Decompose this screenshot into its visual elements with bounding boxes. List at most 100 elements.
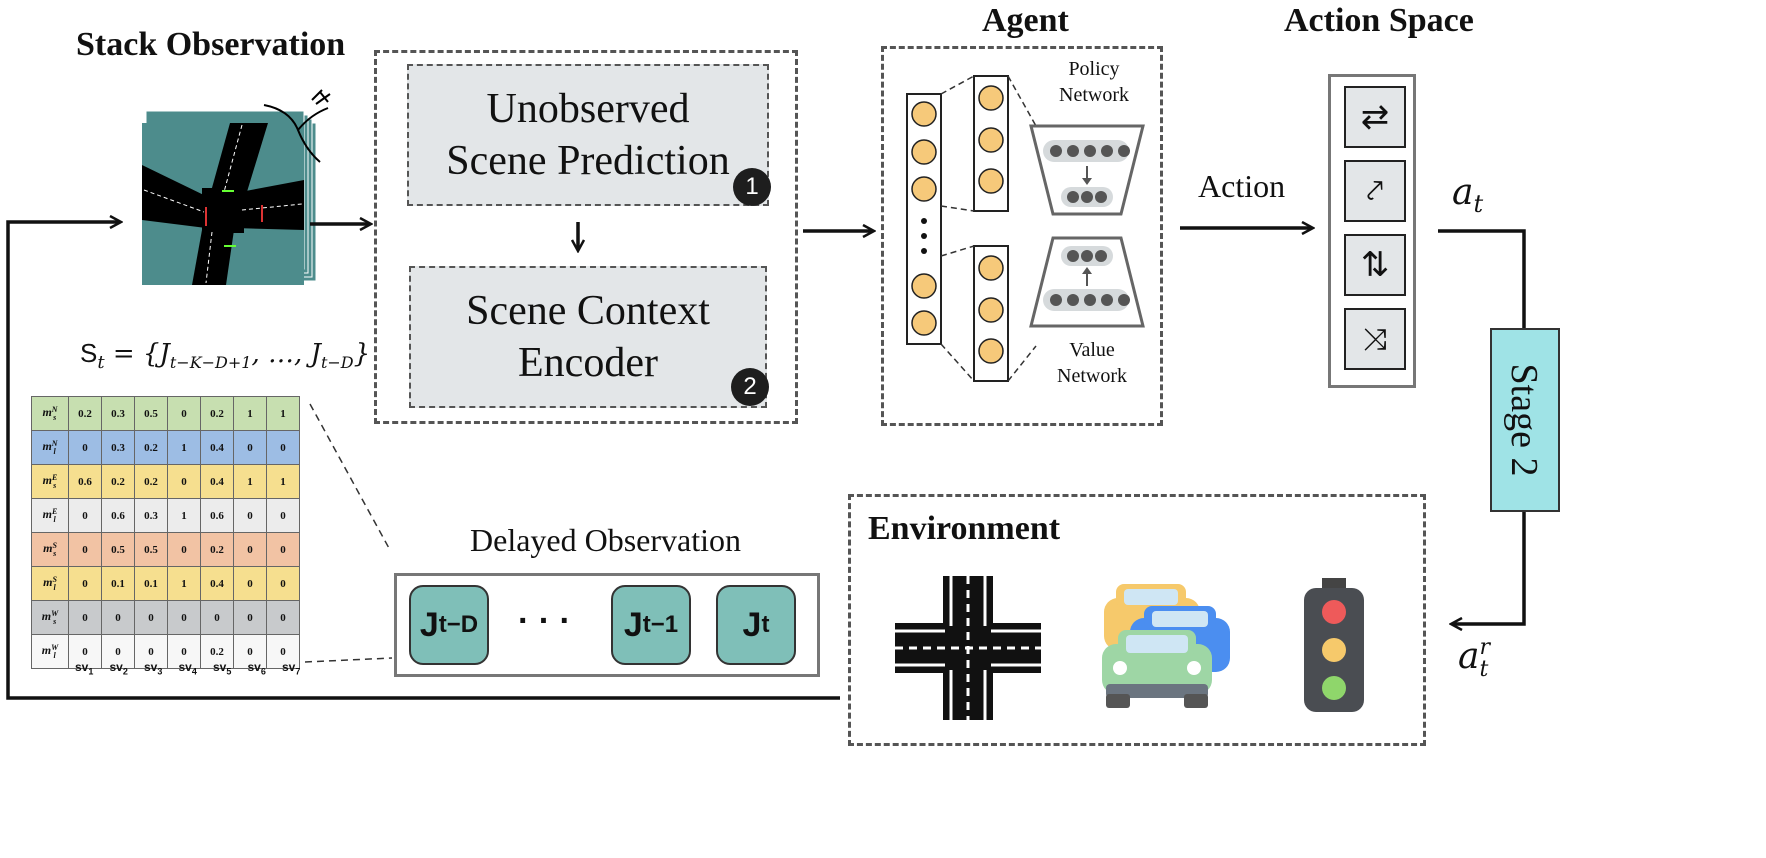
matrix-cell: 0.4 [200, 430, 234, 465]
environment-title: Environment [868, 510, 1061, 547]
matrix-cell: 1 [167, 430, 201, 465]
matrix-cell: 0.2 [134, 464, 168, 499]
matrix-cell: 0 [266, 430, 300, 465]
matrix-column-label: sv7 [282, 660, 301, 677]
unobserved-line1: Unobserved [486, 85, 690, 132]
matrix-cell: 0.1 [134, 566, 168, 601]
cars-icon [1102, 584, 1230, 708]
matrix-column-label: sv6 [247, 660, 266, 677]
stage-2-box [1490, 328, 1560, 512]
matrix-cell: 0 [68, 566, 102, 601]
turn-arrows-icon: ⤤ [1344, 160, 1406, 222]
matrix-cell: 0.6 [200, 498, 234, 533]
matrix-cell: 0 [266, 498, 300, 533]
matrix-cell: 1 [233, 396, 267, 431]
matrix-cell: 1 [167, 498, 201, 533]
scene-context-encoder-box: Scene Context Encoder [409, 266, 767, 408]
matrix-cell: 0.3 [101, 396, 135, 431]
agent-network-diagram [906, 75, 1145, 382]
badge-1: 1 [733, 168, 771, 206]
matrix-cell: 1 [233, 464, 267, 499]
matrix-cell: 0.5 [134, 532, 168, 567]
matrix-cell: 0 [167, 396, 201, 431]
matrix-cell: 0 [266, 566, 300, 601]
matrix-cell: 0 [233, 498, 267, 533]
intersection-stack-image [142, 89, 331, 285]
up-down-arrows-icon: ⇅ [1344, 234, 1406, 296]
matrix-cell: 0 [266, 600, 300, 635]
matrix-cell: 0.5 [134, 396, 168, 431]
diagonal-turn-arrows-icon: ⤨ [1344, 308, 1406, 370]
badge-2: 2 [731, 368, 769, 406]
encoder-line1: Scene Context [466, 287, 710, 334]
state-equation: St = {Jt−K−D+1, …, Jt−D} [80, 338, 371, 374]
matrix-cell: 1 [266, 396, 300, 431]
matrix-cell: 0 [68, 600, 102, 635]
matrix-cell: 1 [167, 566, 201, 601]
matrix-cell: 0 [101, 600, 135, 635]
matrix-column-label: sv2 [109, 660, 128, 677]
matrix-column-label: sv5 [213, 660, 232, 677]
matrix-cell: 0.4 [200, 566, 234, 601]
traffic-light-icon [1304, 578, 1364, 712]
matrix-cell: 0 [167, 600, 201, 635]
matrix-cell: 0.3 [134, 498, 168, 533]
matrix-cell: 0 [233, 600, 267, 635]
matrix-cell: 0.4 [200, 464, 234, 499]
matrix-cell: 0.2 [200, 396, 234, 431]
matrix-cell: 0.2 [134, 430, 168, 465]
matrix-cell: 0.2 [101, 464, 135, 499]
action-label: Action [1198, 168, 1286, 204]
delayed-observation-title: Delayed Observation [470, 522, 742, 558]
ellipsis: · · · [518, 602, 571, 640]
matrix-column-label: sv4 [178, 660, 197, 677]
matrix-cell: 0.3 [101, 430, 135, 465]
matrix-cell: 0.6 [101, 498, 135, 533]
environment-box [848, 494, 1426, 746]
matrix-cell: 0.6 [68, 464, 102, 499]
matrix-cell: 0 [167, 464, 201, 499]
matrix-cell: 0 [167, 532, 201, 567]
matrix-cell: 0 [200, 600, 234, 635]
matrix-cell: 0 [68, 532, 102, 567]
unobserved-scene-prediction-box: Unobserved Scene Prediction [407, 64, 769, 206]
matrix-cell: 1 [266, 464, 300, 499]
matrix-column-label: sv3 [144, 660, 163, 677]
matrix-cell: 0 [68, 430, 102, 465]
matrix-cell: 0.5 [101, 532, 135, 567]
matrix-cell: 0 [68, 498, 102, 533]
matrix-column-label: sv1 [75, 660, 94, 677]
two-way-arrows-icon: ⇄ [1344, 86, 1406, 148]
unobserved-line2: Scene Prediction [446, 138, 730, 184]
action-at-label: at [1452, 172, 1484, 219]
matrix-cell: 0.1 [101, 566, 135, 601]
matrix-cell: 0.2 [200, 532, 234, 567]
stage-2-label: Stage 2 [1503, 363, 1545, 477]
action-space-box [1328, 74, 1416, 388]
matrix-cell: 0.2 [68, 396, 102, 431]
matrix-cell: 0 [134, 600, 168, 635]
matrix-cell: 0 [233, 566, 267, 601]
matrix-cell: 0 [233, 532, 267, 567]
agent-box [881, 46, 1163, 426]
